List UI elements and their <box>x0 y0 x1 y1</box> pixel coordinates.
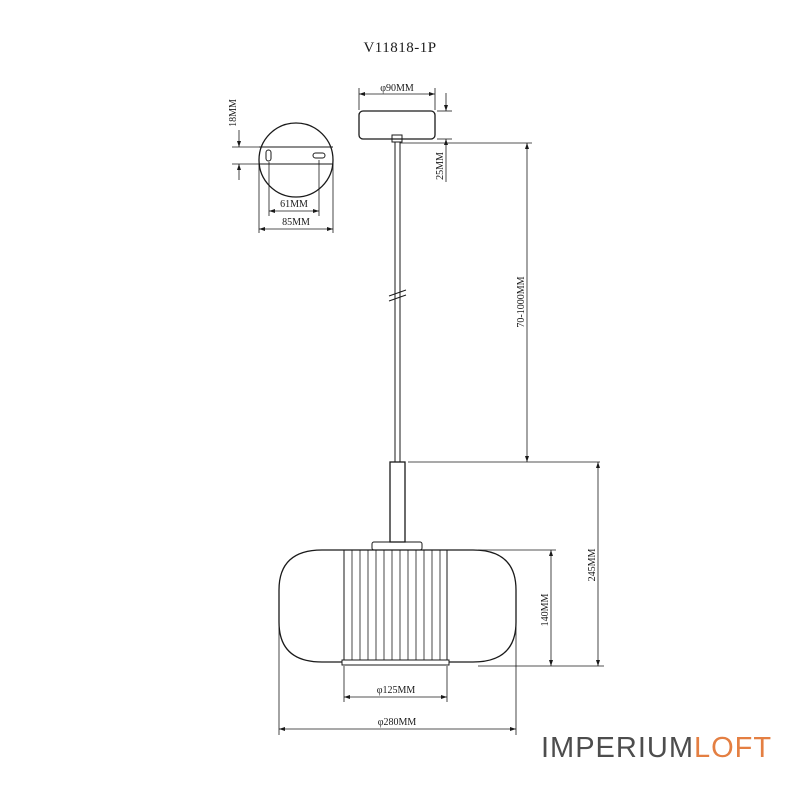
arrow-head <box>441 695 447 699</box>
dim-hole-spacing: 61MM <box>268 160 320 216</box>
inner-diffuser <box>343 549 448 663</box>
break-mark <box>388 289 407 297</box>
break-mark <box>388 294 407 302</box>
canopy <box>358 110 436 143</box>
diffuser-ribs <box>351 550 441 662</box>
brand-name-main: IMPERIUM <box>541 732 694 764</box>
suspension-cord <box>388 142 407 462</box>
mount-hole-left <box>265 149 272 162</box>
arrow-head <box>596 462 600 468</box>
dim-shade-height: 140MM <box>478 549 604 667</box>
arrow-head <box>596 660 600 666</box>
arrow-head <box>327 227 333 231</box>
arrow-head <box>237 141 241 147</box>
dim-text: 85MM <box>282 217 310 228</box>
dim-text: 140MM <box>540 594 551 627</box>
brand-name-accent: LOFT <box>694 732 773 764</box>
dim-cord-length: 70-1000MM <box>400 142 600 463</box>
bottom-ring <box>341 659 450 666</box>
dim-mount-diameter: 85MM <box>258 160 334 233</box>
arrow-head <box>549 660 553 666</box>
holder-tube <box>389 461 406 543</box>
arrow-head <box>237 164 241 170</box>
canopy-body <box>358 110 436 140</box>
dim-inner-diameter: φ125MM <box>343 666 448 702</box>
arrow-head <box>444 105 448 111</box>
mount-plate-top-view <box>258 122 334 198</box>
dim-text: φ125MM <box>377 685 416 696</box>
dim-text: 18MM <box>228 99 239 127</box>
canopy-cord-grip <box>391 134 403 143</box>
arrow-head <box>549 550 553 556</box>
arrow-head <box>525 456 529 462</box>
arrow-head <box>344 695 350 699</box>
dim-text: 25MM <box>435 152 446 180</box>
arrow-head <box>259 227 265 231</box>
dim-text: φ90MM <box>380 83 414 94</box>
dim-text: 70-1000MM <box>516 276 527 327</box>
dim-canopy-height: 25MM <box>435 93 452 182</box>
dim-text: 245MM <box>587 549 598 582</box>
arrow-head <box>510 727 516 731</box>
arrow-head <box>269 209 275 213</box>
arrow-head <box>359 92 365 96</box>
brand-logo: IMPERIUMLOFT <box>541 732 772 765</box>
dim-text: φ280MM <box>378 717 417 728</box>
arrow-head <box>313 209 319 213</box>
arrow-head <box>525 143 529 149</box>
shade-outline <box>278 549 517 663</box>
lamp-holder <box>371 461 423 551</box>
mount-hole-right <box>312 152 326 159</box>
dim-canopy-diameter: φ90MM <box>358 83 436 110</box>
arrow-head <box>279 727 285 731</box>
lamp-shade <box>278 549 517 666</box>
holder-cap <box>371 541 423 551</box>
dim-text: 61MM <box>280 199 308 210</box>
arrow-head <box>429 92 435 96</box>
model-title: V11818-1P <box>363 40 436 56</box>
dim-mount-offset: 18MM <box>228 99 262 180</box>
dim-total-height: 245MM <box>587 462 600 666</box>
arrow-head <box>444 139 448 145</box>
dim-shade-diameter: φ280MM <box>278 610 517 735</box>
